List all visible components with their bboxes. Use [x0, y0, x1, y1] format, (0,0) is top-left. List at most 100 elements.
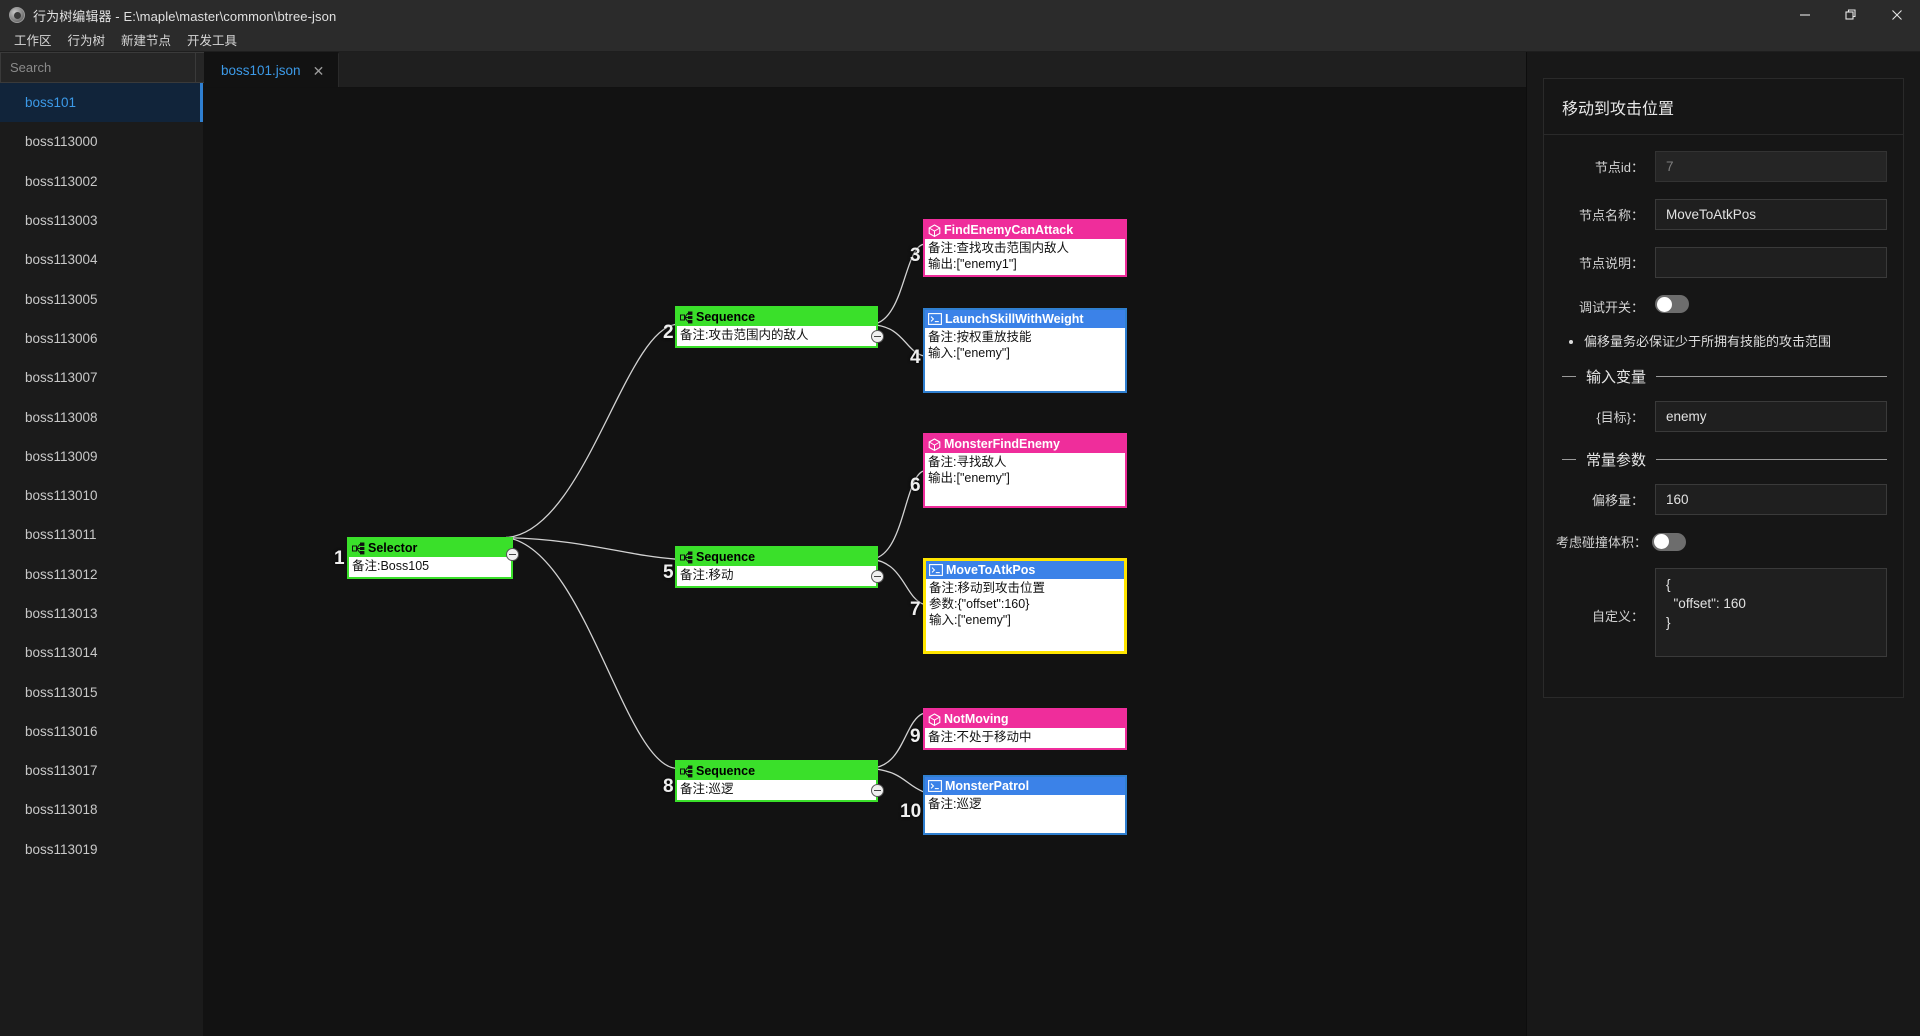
node-body: 备注:不处于移动中	[925, 728, 1125, 748]
sidebar-item-boss113008[interactable]: boss113008	[0, 397, 203, 436]
node-title: MoveToAtkPos	[946, 563, 1036, 577]
menu-dev-tools[interactable]: 开发工具	[187, 33, 238, 48]
sidebar-item-boss113013[interactable]: boss113013	[0, 594, 203, 633]
node-header: Sequence	[677, 762, 876, 780]
collide-switch-toggle[interactable]	[1652, 532, 1687, 551]
minimize-button[interactable]	[1782, 0, 1828, 30]
debug-switch-toggle[interactable]	[1655, 295, 1689, 313]
node-field-row: 备注:查找攻击范围内敌人	[928, 241, 1069, 255]
sidebar-item-boss113017[interactable]: boss113017	[0, 751, 203, 790]
node-title: FindEnemyCanAttack	[944, 223, 1074, 237]
sidebar-item-label: boss113019	[25, 841, 98, 857]
section-rule	[1656, 376, 1887, 377]
node-title: NotMoving	[944, 712, 1009, 726]
node-collapse-port[interactable]	[871, 330, 884, 343]
maximize-button[interactable]	[1828, 0, 1874, 30]
debug-switch-label: 调试开关：	[1578, 300, 1644, 315]
tab-close-icon[interactable]: ✕	[312, 62, 325, 79]
node-field-row: 备注:移动到攻击位置	[929, 581, 1045, 595]
tab-boss101-json[interactable]: boss101.json ✕	[204, 52, 340, 87]
tip-item: 偏移量务必保证少于所拥有技能的攻击范围	[1584, 332, 1887, 352]
sidebar-item-boss113018[interactable]: boss113018	[0, 790, 203, 829]
graph-node-NotMoving[interactable]: NotMoving 备注:不处于移动中	[923, 708, 1127, 750]
cube-icon	[928, 223, 941, 237]
inspector-form: 节点id： 节点名称： 节点说明：	[1544, 135, 1903, 697]
node-desc-input[interactable]	[1655, 247, 1887, 278]
menu-new-node[interactable]: 新建节点	[121, 33, 172, 48]
edge-1-5	[505, 536, 676, 560]
node-field-row: 输出:["enemy"]	[928, 471, 1010, 485]
offset-input[interactable]	[1655, 484, 1887, 515]
node-field-row: 输入:["enemy"]	[929, 613, 1011, 627]
terminal-icon	[928, 313, 942, 325]
sidebar-item-boss113003[interactable]: boss113003	[0, 201, 203, 240]
node-field-row: 备注:不处于移动中	[928, 730, 1032, 744]
node-index-label: 7	[910, 599, 921, 620]
node-title: Sequence	[696, 310, 756, 324]
section-input-vars: 输入变量	[1562, 366, 1887, 387]
node-body: 备注:攻击范围内的敌人	[677, 326, 876, 346]
node-header: Sequence	[677, 548, 876, 566]
section-const-params: 常量参数	[1562, 449, 1887, 470]
close-button[interactable]	[1874, 0, 1920, 30]
sidebar-item-label: boss113015	[25, 684, 98, 700]
node-header: MonsterPatrol	[925, 777, 1125, 795]
sidebar-item-boss113000[interactable]: boss113000	[0, 122, 203, 161]
sidebar-item-boss113006[interactable]: boss113006	[0, 319, 203, 358]
sidebar-item-boss113005[interactable]: boss113005	[0, 279, 203, 318]
node-header: Sequence	[677, 308, 876, 326]
sidebar-item-boss113010[interactable]: boss113010	[0, 476, 203, 515]
node-index-label: 5	[663, 562, 674, 583]
node-header: NotMoving	[925, 710, 1125, 728]
collapse-dash-icon[interactable]	[1562, 459, 1576, 460]
sidebar-item-boss113019[interactable]: boss113019	[0, 830, 203, 869]
node-index-label: 8	[663, 776, 674, 797]
graph-node-MonsterFindEnemy[interactable]: MonsterFindEnemy 备注:寻找敌人输出:["enemy"]	[923, 433, 1127, 508]
sidebar-item-boss113009[interactable]: boss113009	[0, 437, 203, 476]
node-header: MonsterFindEnemy	[925, 435, 1125, 453]
menu-workspace[interactable]: 工作区	[14, 33, 52, 48]
window-title: 行为树编辑器 - E:\maple\master\common\btree-js…	[33, 8, 337, 24]
custom-json-textarea[interactable]: { "offset": 160 }	[1655, 568, 1887, 657]
node-field-row: 备注:寻找敌人	[928, 455, 1007, 469]
sidebar-item-boss113014[interactable]: boss113014	[0, 633, 203, 672]
sidebar-item-boss113012[interactable]: boss113012	[0, 555, 203, 594]
sidebar-item-boss113016[interactable]: boss113016	[0, 712, 203, 751]
sidebar-item-boss113007[interactable]: boss113007	[0, 358, 203, 397]
node-body: 备注:移动	[677, 566, 876, 586]
node-title: Sequence	[696, 764, 756, 778]
search-input[interactable]	[0, 52, 196, 83]
node-header: FindEnemyCanAttack	[925, 221, 1125, 239]
node-title: MonsterPatrol	[945, 779, 1030, 793]
input-target-input[interactable]	[1655, 401, 1887, 432]
sidebar-item-boss113011[interactable]: boss113011	[0, 515, 203, 554]
sidebar-item-boss101[interactable]: boss101	[0, 83, 203, 123]
sidebar-item-boss113015[interactable]: boss113015	[0, 672, 203, 711]
sidebar-item-boss113004[interactable]: boss113004	[0, 240, 203, 279]
field-custom-json: 自定义： { "offset": 160 }	[1550, 568, 1887, 662]
tab-label: boss101.json	[221, 63, 301, 78]
sidebar-item-label: boss113000	[25, 134, 98, 150]
menu-behavior-tree[interactable]: 行为树	[67, 33, 106, 48]
node-collapse-port[interactable]	[506, 548, 519, 561]
node-collapse-port[interactable]	[871, 784, 884, 797]
node-name-input[interactable]	[1655, 199, 1887, 230]
collapse-dash-icon[interactable]	[1562, 376, 1576, 377]
sidebar-item-boss113002[interactable]: boss113002	[0, 162, 203, 201]
field-node-name: 节点名称：	[1550, 199, 1887, 230]
node-collapse-port[interactable]	[871, 570, 884, 583]
sidebar-item-label: boss113014	[25, 645, 98, 661]
sidebar-item-label: boss113004	[25, 252, 98, 268]
node-field-row: 备注:按权重放技能	[928, 330, 1032, 344]
edge-1-8	[505, 536, 676, 769]
graph-node-Sequence[interactable]: Sequence 备注:攻击范围内的敌人	[675, 306, 878, 348]
